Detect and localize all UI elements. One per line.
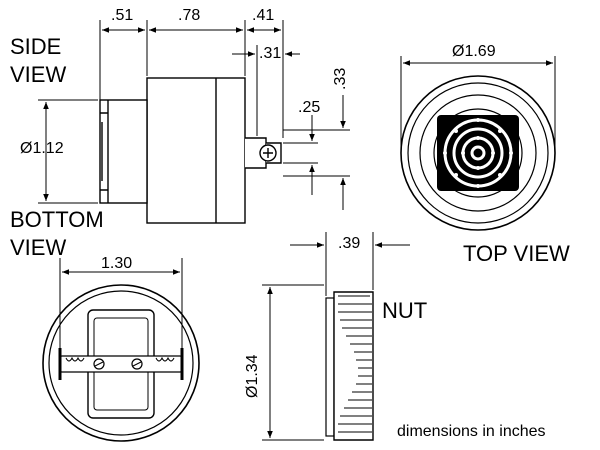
nut-drawing <box>262 232 410 441</box>
dim-025: .25 <box>298 99 321 116</box>
side-view-label-line1: SIDE <box>10 34 62 59</box>
bottom-view-label-line1: BOTTOM <box>10 207 104 232</box>
dim-130: 1.30 <box>101 255 133 272</box>
dim-dia-134: Ø1.34 <box>244 354 261 398</box>
dim-031: .31 <box>259 45 282 62</box>
top-view-label: TOP VIEW <box>463 241 570 266</box>
dim-dia-112: Ø1.12 <box>20 140 64 157</box>
dim-041: .41 <box>252 7 275 24</box>
top-view-drawing <box>400 56 556 231</box>
bottom-view-drawing <box>42 258 200 442</box>
nut-label: NUT <box>382 298 428 323</box>
bottom-view-label-line2: VIEW <box>10 235 67 260</box>
dim-039: .39 <box>338 235 361 252</box>
side-view-drawing <box>38 20 350 224</box>
dim-033: .33 <box>332 67 349 90</box>
dim-051: .51 <box>111 7 134 24</box>
side-view-label-line2: VIEW <box>10 62 67 87</box>
dim-078: .78 <box>178 7 201 24</box>
units-footnote: dimensions in inches <box>397 423 546 440</box>
dim-dia-169: Ø1.69 <box>452 43 496 60</box>
